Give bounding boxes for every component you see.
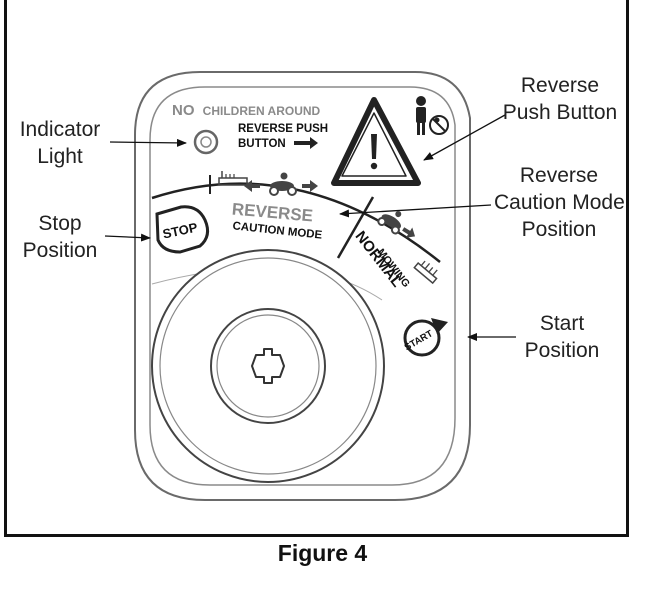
indicator-light-leader	[109, 138, 187, 147]
reverse-push-label-line2: BUTTON	[238, 138, 286, 150]
child-warning-icon	[416, 96, 449, 135]
key-switch[interactable]	[151, 249, 385, 483]
reverse-caution-mode-leader	[339, 204, 492, 218]
reverse-push-label-line1: REVERSE PUSH	[238, 123, 328, 135]
mode-arc-band	[151, 182, 441, 263]
mode-divider-2	[336, 196, 375, 259]
reverse-mode-icon	[218, 171, 318, 196]
reverse-push-arrow-icon	[294, 137, 318, 149]
no-children-warning: NO CHILDREN AROUND	[172, 102, 321, 119]
figure-frame	[4, 0, 629, 537]
callout-stop-position: Stop Position	[22, 212, 98, 262]
indicator-light	[193, 129, 219, 155]
stop-label: STOP	[161, 220, 199, 242]
start-position-marker: START	[403, 318, 448, 357]
exclamation-icon	[371, 134, 377, 159]
callout-start-position: Start Position	[524, 312, 600, 362]
callout-indicator-light: Indicator Light	[19, 118, 101, 168]
figure-caption: Figure 4	[277, 540, 368, 566]
callout-reverse-push-button: Reverse Push Button	[502, 74, 618, 124]
mowing-grass-icon	[413, 260, 438, 285]
reverse-push-button-leader	[423, 114, 506, 161]
stop-position-leader	[104, 233, 151, 242]
callout-reverse-caution-mode-position: Reverse Caution Mode Position	[494, 164, 625, 241]
stop-position-marker: STOP	[155, 205, 210, 254]
reverse-push-button[interactable]	[331, 97, 421, 186]
keyhole-icon	[251, 348, 285, 384]
normal-mode-icon	[377, 211, 416, 238]
